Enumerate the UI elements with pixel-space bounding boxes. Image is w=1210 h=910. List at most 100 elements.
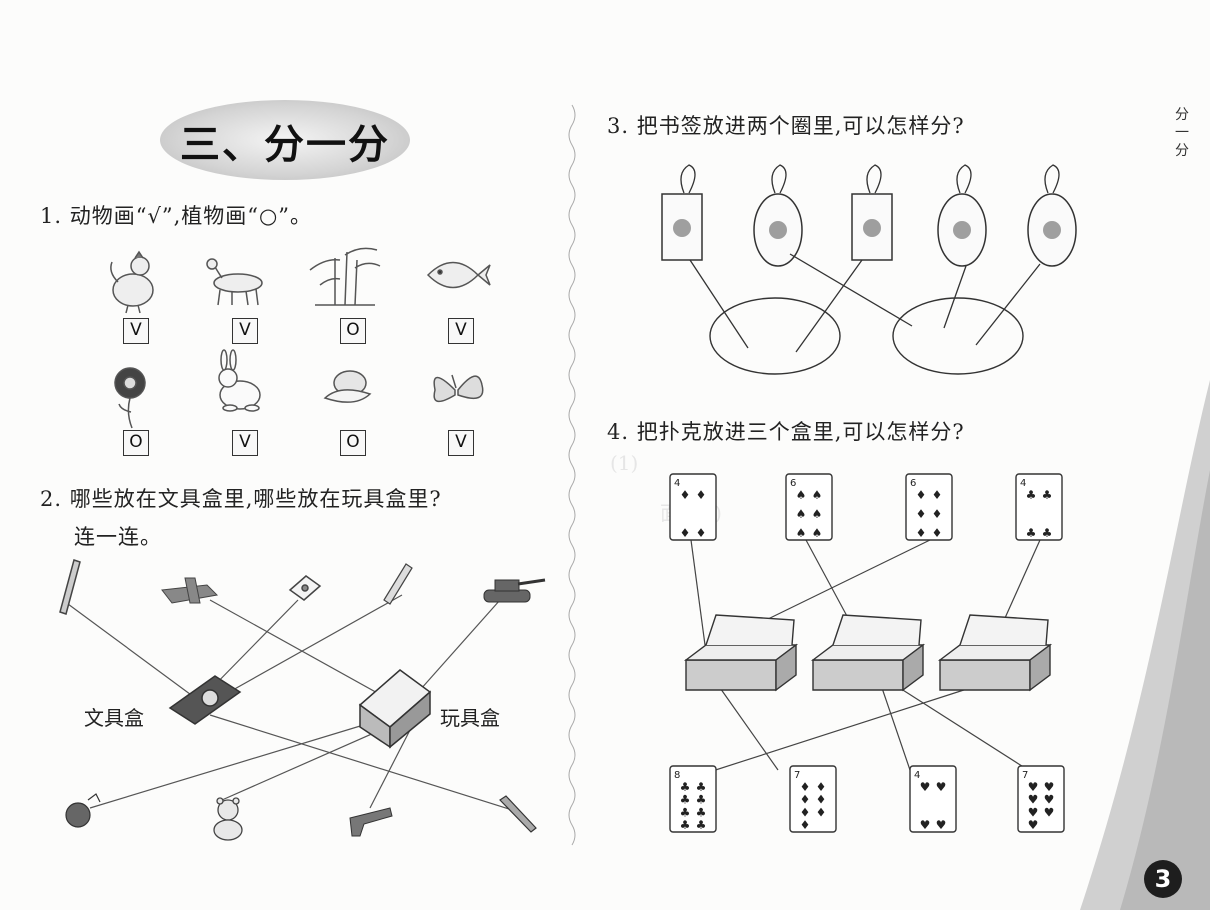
svg-text:(1): (1) <box>610 451 638 475</box>
card-suit-pip: ♠ <box>812 526 823 540</box>
answer-box[interactable]: V <box>123 318 149 344</box>
card-suit-pip: ♠ <box>812 488 823 502</box>
side-tab-char: 一 <box>1175 125 1189 141</box>
card-suit-pip: ♥ <box>1044 780 1055 794</box>
card-suit-pip: ♦ <box>696 488 707 502</box>
card-suit-pip: ♦ <box>932 488 943 502</box>
playing-card: 4♦♦♦♦ <box>669 473 717 541</box>
answer-box[interactable]: V <box>448 430 474 456</box>
card-suit-pip: ♦ <box>800 780 811 794</box>
card-suit-pip: ♣ <box>1026 526 1037 540</box>
title-badge <box>160 100 410 180</box>
card-suit-pip: ♦ <box>696 526 707 540</box>
toy-box-label: 玩具盒 <box>440 706 500 730</box>
question-1: 1. 动物画“√”,植物画“○”。 <box>40 204 313 228</box>
card-suit-pip: ♥ <box>1028 780 1039 794</box>
card-suit-pip: ♦ <box>916 488 927 502</box>
card-rank: 4 <box>1020 478 1026 489</box>
answer-box[interactable]: V <box>448 318 474 344</box>
card-rank: 6 <box>910 478 916 489</box>
card-suit-pip: ♣ <box>680 793 691 807</box>
fish-icon <box>426 261 491 289</box>
card-suit-pip: ♥ <box>1044 793 1055 807</box>
card-suit-pip: ♦ <box>816 805 827 819</box>
card-rank: 6 <box>790 478 796 489</box>
chest-box <box>683 614 799 692</box>
toy-plane-icon <box>161 577 219 604</box>
toy-tank-icon <box>483 578 546 603</box>
card-suit-pip: ♣ <box>1026 488 1037 502</box>
rabbit-icon <box>218 349 261 412</box>
marker-icon <box>499 795 537 833</box>
pencil-icon <box>59 559 81 615</box>
card-suit-pip: ♦ <box>680 526 691 540</box>
card-suit-pip: ♦ <box>816 793 827 807</box>
card-suit-pip: ♣ <box>696 793 707 807</box>
card-suit-pip: ♦ <box>800 793 811 807</box>
q4-connection-lines <box>690 539 1041 776</box>
card-rank: 7 <box>794 770 800 781</box>
answer-box[interactable]: O <box>340 430 366 456</box>
playing-card: 6♠♠♠♠♠♠ <box>785 473 833 541</box>
card-suit-pip: ♣ <box>696 805 707 819</box>
cabbage-icon <box>323 370 372 403</box>
card-suit-pip: ♦ <box>916 526 927 540</box>
card-suit-pip: ♥ <box>936 780 947 794</box>
teddy-bear-icon <box>213 797 243 841</box>
eraser-icon <box>288 575 322 601</box>
answer-box[interactable]: O <box>123 430 149 456</box>
card-suit-pip: ♥ <box>1028 818 1039 832</box>
card-suit-pip: ♥ <box>1044 805 1055 819</box>
pencil-case-icon <box>168 675 242 725</box>
side-tab-char: 分 <box>1175 143 1189 159</box>
playing-card: 6♦♦♦♦♦♦ <box>905 473 953 541</box>
page-title: 三、分一分 <box>180 121 390 168</box>
card-rank: 4 <box>914 770 920 781</box>
page-number: 3 <box>1144 860 1182 898</box>
card-suit-pip: ♥ <box>1028 793 1039 807</box>
toy-gun-icon <box>349 807 393 837</box>
circle-left <box>709 297 841 375</box>
flower-icon <box>114 367 146 429</box>
card-suit-pip: ♣ <box>680 805 691 819</box>
side-tab: 分 一 分 <box>1172 106 1192 160</box>
toy-box-icon <box>358 669 432 749</box>
card-rank: 4 <box>674 478 680 489</box>
card-suit-pip: ♠ <box>796 488 807 502</box>
card-suit-pip: ♣ <box>680 818 691 832</box>
card-suit-pip: ♦ <box>932 526 943 540</box>
card-suit-pip: ♣ <box>680 780 691 794</box>
question-2: 2. 哪些放在文具盒里,哪些放在玩具盒里? <box>40 487 442 511</box>
chest-box <box>810 614 926 692</box>
card-rank: 7 <box>1022 770 1028 781</box>
answer-box[interactable]: V <box>232 318 258 344</box>
chicken-icon <box>110 250 154 314</box>
question-2-line2: 连一连。 <box>74 525 162 549</box>
question-4: 4. 把扑克放进三个盒里,可以怎样分? <box>607 420 965 444</box>
card-suit-pip: ♦ <box>680 488 691 502</box>
card-suit-pip: ♥ <box>936 818 947 832</box>
stationery-box-label: 文具盒 <box>84 706 144 730</box>
playing-card: 4♣♣♣♣ <box>1015 473 1063 541</box>
answer-box[interactable]: O <box>340 318 366 344</box>
card-suit-pip: ♦ <box>816 780 827 794</box>
card-suit-pip: ♥ <box>1028 805 1039 819</box>
ruler-icon <box>383 563 413 605</box>
card-suit-pip: ♠ <box>812 507 823 521</box>
card-suit-pip: ♦ <box>932 507 943 521</box>
card-suit-pip: ♣ <box>1042 526 1053 540</box>
playing-card: 7♦♦♦♦♦♦♦ <box>789 765 837 833</box>
card-suit-pip: ♦ <box>800 805 811 819</box>
card-suit-pip: ♦ <box>916 507 927 521</box>
giraffe-icon <box>206 258 263 306</box>
question-3: 3. 把书签放进两个圈里,可以怎样分? <box>607 114 965 138</box>
card-suit-pip: ♠ <box>796 526 807 540</box>
card-rank: 8 <box>674 770 680 781</box>
answer-box[interactable]: V <box>232 430 258 456</box>
sharpener-icon <box>65 793 101 828</box>
card-suit-pip: ♥ <box>920 818 931 832</box>
